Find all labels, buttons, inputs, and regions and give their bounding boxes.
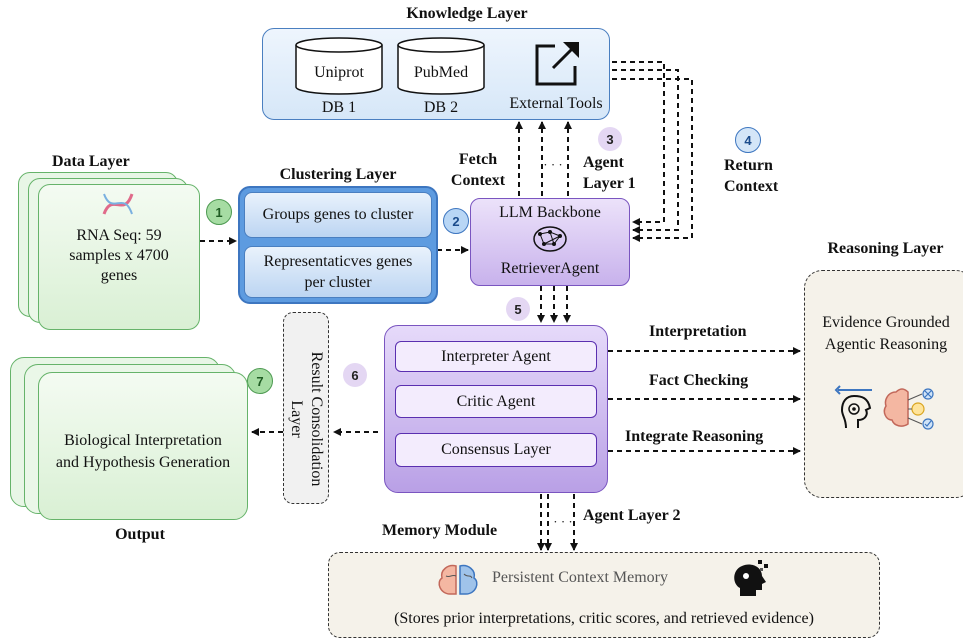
memory-description: (Stores prior interpretations, critic sc… bbox=[394, 610, 814, 627]
arrow-return-1 bbox=[612, 61, 665, 226]
step-7-badge: 7 bbox=[247, 368, 273, 394]
memory-dots: · · · bbox=[553, 514, 573, 529]
db2-name: PubMed bbox=[413, 64, 469, 81]
consolidation-line1: Result Consolidation bbox=[308, 351, 325, 487]
external-tools-label: External Tools bbox=[509, 95, 603, 112]
clustering-box-groups-text: Groups genes to cluster bbox=[262, 206, 414, 223]
output-text: Biological Interpretation and Hypothesis… bbox=[40, 430, 246, 474]
consensus-layer-text: Consensus Layer bbox=[441, 441, 551, 458]
step-6-badge: 6 bbox=[343, 363, 367, 387]
consolidation-panel bbox=[283, 312, 329, 504]
knowledge-layer-title: Knowledge Layer bbox=[406, 5, 528, 22]
dna-icon bbox=[100, 188, 136, 220]
head-memory-icon bbox=[730, 558, 770, 598]
fact-checking-label: Fact Checking bbox=[649, 372, 749, 389]
head-scan-icon bbox=[832, 384, 876, 430]
clustering-box-rep-line1: Representaticves genes bbox=[263, 253, 413, 270]
db1-name: Uniprot bbox=[314, 64, 364, 81]
step-4-badge: 4 bbox=[735, 127, 761, 153]
critic-agent-box: Critic Agent bbox=[395, 385, 597, 418]
reasoning-text: Evidence Grounded Agentic Reasoning bbox=[806, 312, 963, 356]
db1-label: DB 1 bbox=[321, 99, 357, 116]
interpreter-agent-text: Interpreter Agent bbox=[441, 347, 551, 365]
integrate-reasoning-label: Integrate Reasoning bbox=[625, 428, 764, 445]
memory-heading: Persistent Context Memory bbox=[492, 569, 668, 586]
return-context-label: Return Context bbox=[724, 155, 778, 197]
consensus-layer-box: Consensus Layer bbox=[395, 433, 597, 467]
agent1-line2: Layer 1 bbox=[583, 175, 636, 192]
reasoning-line1: Evidence Grounded bbox=[822, 314, 950, 331]
memory-panel bbox=[328, 552, 880, 638]
reasoning-line2: Agentic Reasoning bbox=[824, 336, 948, 353]
clustering-box-rep-line2: per cluster bbox=[304, 274, 372, 291]
brain-icon bbox=[436, 562, 480, 598]
data-card bbox=[38, 184, 200, 330]
brain-network-icon bbox=[532, 224, 568, 254]
memory-module-title: Memory Module bbox=[382, 522, 498, 539]
database-icon-db1 bbox=[294, 37, 384, 95]
arrow-return-3 bbox=[612, 78, 693, 242]
llm-agent: RetrieverAgent bbox=[500, 260, 600, 277]
output-line2: and Hypothesis Generation bbox=[55, 454, 231, 471]
step-2-badge: 2 bbox=[443, 208, 469, 234]
db2-label: DB 2 bbox=[423, 99, 459, 116]
clustering-box-representatives: Representaticves genes per cluster bbox=[244, 246, 432, 298]
fetch-context-label: Fetch Context bbox=[442, 149, 514, 191]
arrow-return-2 bbox=[612, 69, 679, 234]
step-1-badge: 1 bbox=[206, 199, 232, 225]
fetch-line2: Context bbox=[450, 172, 506, 189]
output-title: Output bbox=[115, 526, 165, 543]
interpreter-agent-box: Interpreter Agent bbox=[395, 341, 597, 372]
interpretation-label: Interpretation bbox=[649, 323, 747, 340]
step-3-badge: 3 bbox=[598, 127, 622, 151]
llm-title: LLM Backbone bbox=[499, 204, 601, 221]
agent1-line1: Agent bbox=[583, 154, 624, 171]
agent-layer2-label: Agent Layer 2 bbox=[583, 507, 681, 524]
llm-backbone-box bbox=[470, 198, 630, 286]
return-line1: Return bbox=[724, 157, 773, 174]
consolidation-text: Result Consolidation Layer bbox=[283, 323, 329, 515]
clustering-box-groups: Groups genes to cluster bbox=[244, 192, 432, 238]
data-text-line1: RNA Seq: 59 bbox=[76, 227, 162, 244]
return-line2: Context bbox=[724, 178, 779, 195]
critic-agent-text: Critic Agent bbox=[456, 392, 536, 410]
data-layer-title: Data Layer bbox=[52, 153, 130, 170]
step-5-badge: 5 bbox=[506, 297, 530, 321]
output-card bbox=[38, 372, 248, 520]
database-icon-db2 bbox=[396, 37, 486, 95]
brain-idea-icon bbox=[882, 384, 938, 434]
external-link-icon bbox=[531, 38, 583, 90]
data-text-line2: samples x 4700 bbox=[69, 247, 169, 264]
reasoning-panel bbox=[804, 270, 963, 498]
clustering-layer-title: Clustering Layer bbox=[279, 166, 397, 183]
fetch-line1: Fetch bbox=[458, 151, 498, 168]
reasoning-layer-title: Reasoning Layer bbox=[827, 240, 944, 257]
consolidation-line2: Layer bbox=[288, 400, 305, 438]
fetch-dots: · · · bbox=[543, 157, 563, 172]
data-text-line3: genes bbox=[100, 267, 138, 284]
output-line1: Biological Interpretation bbox=[64, 432, 222, 449]
agent-layer1-label: Agent Layer 1 bbox=[583, 152, 636, 194]
